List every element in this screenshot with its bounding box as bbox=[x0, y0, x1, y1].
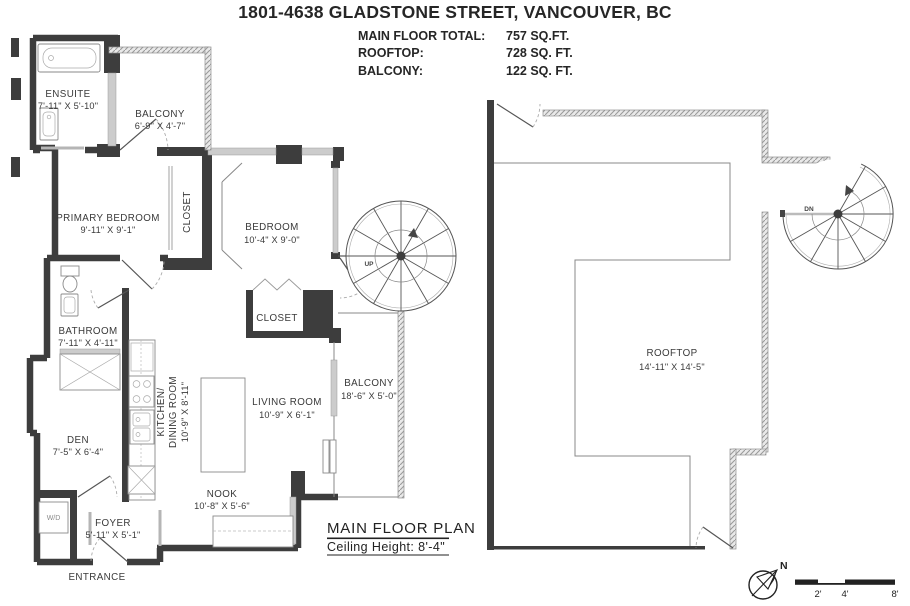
stair-up-label: UP bbox=[364, 261, 374, 268]
bathtub-icon bbox=[37, 43, 101, 73]
stat-value: 728 SQ. FT. bbox=[506, 46, 573, 61]
room-label-balcony-top: BALCONY bbox=[135, 109, 185, 120]
area-stats: MAIN FLOOR TOTAL: 757 SQ.FT. ROOFTOP: 728 … bbox=[358, 28, 573, 80]
room-dims-foyer: 5'-11" X 5'-1" bbox=[85, 530, 140, 540]
ceiling-height-label: Ceiling Height: 8'-4" bbox=[327, 540, 445, 554]
ensuite-sink-icon bbox=[39, 107, 59, 141]
page-title: 1801-4638 GLADSTONE STREET, VANCOUVER, B… bbox=[238, 2, 672, 22]
rooftop-labels: ROOFTOP 14'-11" X 14'-5" bbox=[639, 348, 705, 372]
room-dims-primary-bedroom: 9'-11" X 9'-1" bbox=[80, 225, 135, 235]
stair-down-label: DN bbox=[804, 206, 814, 213]
room-label-closet-primary: CLOSET bbox=[182, 191, 193, 233]
room-label-closet-mid: CLOSET bbox=[256, 313, 298, 324]
room-label-nook: NOOK bbox=[207, 489, 238, 500]
room-dims-den: 7'-5" X 6'-4" bbox=[53, 447, 103, 457]
room-dims-ensuite: 7'-11" X 5'-10" bbox=[38, 101, 98, 111]
scale-bar: 2' 4' 8' bbox=[795, 579, 899, 600]
scale-tick-2: 2' bbox=[814, 589, 821, 600]
room-dims-living-room: 10'-9" X 6'-1" bbox=[259, 410, 315, 420]
rooftop-plan: DN ROOFTOP 14'-11" X 14'-5" bbox=[487, 100, 894, 550]
nook-table bbox=[212, 515, 294, 548]
room-dims-bedroom: 10'-4" X 9'-0" bbox=[244, 235, 300, 245]
main-floor-plan-label: MAIN FLOOR PLAN bbox=[327, 520, 476, 537]
plan-footer: MAIN FLOOR PLAN Ceiling Height: 8'-4" bbox=[327, 520, 476, 556]
room-dims-balcony-right: 18'-6" X 5'-0" bbox=[341, 391, 397, 401]
room-dims-rooftop: 14'-11" X 14'-5" bbox=[639, 362, 705, 372]
stat-label: MAIN FLOOR TOTAL: bbox=[358, 29, 486, 43]
room-label-kitchen-2: DINING ROOM bbox=[168, 376, 179, 448]
room-dims-bathroom: 7'-11" X 4'-11" bbox=[58, 338, 118, 348]
washer-dryer-label: W/D bbox=[47, 515, 61, 522]
rooftop-doors bbox=[496, 103, 734, 549]
main-floor-plan: UP ENSUITE 7'-11" X 5'-10" BALCONY 6'-9"… bbox=[11, 34, 476, 583]
rooftop-deck-outline bbox=[494, 162, 731, 546]
room-label-bathroom: BATHROOM bbox=[58, 326, 117, 337]
room-label-living-room: LIVING ROOM bbox=[252, 397, 322, 408]
entrance-label: ENTRANCE bbox=[68, 572, 125, 583]
stat-row-main-floor: MAIN FLOOR TOTAL: 757 SQ.FT. bbox=[358, 28, 573, 45]
rooftop-railings bbox=[542, 109, 831, 550]
washer-dryer bbox=[38, 501, 69, 534]
stat-value: 122 SQ. FT. bbox=[506, 63, 573, 78]
room-dims-balcony-top: 6'-9" X 4'-7" bbox=[135, 121, 185, 131]
wall-blocks bbox=[11, 35, 344, 562]
north-label: N bbox=[780, 560, 788, 572]
stat-label: BALCONY: bbox=[358, 63, 424, 78]
room-label-ensuite: ENSUITE bbox=[45, 89, 90, 100]
rooftop-wall bbox=[487, 100, 494, 550]
stat-row-rooftop: ROOFTOP: 728 SQ. FT. bbox=[358, 45, 573, 62]
cabinet-icon bbox=[127, 465, 156, 495]
bifold-closet-doors bbox=[252, 278, 302, 291]
spiral-staircase-down: DN bbox=[780, 159, 894, 270]
room-label-bedroom: BEDROOM bbox=[245, 222, 298, 233]
thin-partitions bbox=[41, 146, 398, 546]
room-label-rooftop: ROOFTOP bbox=[646, 348, 697, 359]
shower-icon bbox=[59, 348, 121, 391]
scale-tick-4: 4' bbox=[841, 589, 848, 600]
room-dims-nook: 10'-8" X 5'-6" bbox=[194, 501, 250, 511]
compass: N bbox=[748, 560, 788, 600]
scale-tick-8: 8' bbox=[891, 589, 898, 600]
rooftop-bottom-wall bbox=[487, 546, 705, 550]
room-label-den: DEN bbox=[67, 435, 89, 446]
kitchen-sink-icon bbox=[129, 409, 155, 445]
room-dims-kitchen: 10'-9" X 8'-11" bbox=[180, 382, 190, 442]
bathroom-sink-icon bbox=[60, 293, 79, 317]
kitchen-island bbox=[200, 377, 246, 473]
toilet-icon bbox=[60, 265, 80, 293]
room-labels: ENSUITE 7'-11" X 5'-10" BALCONY 6'-9" X … bbox=[38, 89, 397, 583]
room-label-primary-bedroom: PRIMARY BEDROOM bbox=[56, 213, 160, 224]
room-label-kitchen-1: KITCHEN/ bbox=[156, 388, 167, 437]
room-label-foyer: FOYER bbox=[95, 518, 131, 529]
spiral-staircase-up: UP bbox=[338, 200, 457, 312]
stove-icon bbox=[128, 375, 155, 408]
stat-label: ROOFTOP: bbox=[358, 46, 424, 61]
stat-value: 757 SQ.FT. bbox=[506, 29, 570, 43]
stat-row-balcony: BALCONY: 122 SQ. FT. bbox=[358, 63, 573, 80]
room-label-balcony-right: BALCONY bbox=[344, 378, 394, 389]
